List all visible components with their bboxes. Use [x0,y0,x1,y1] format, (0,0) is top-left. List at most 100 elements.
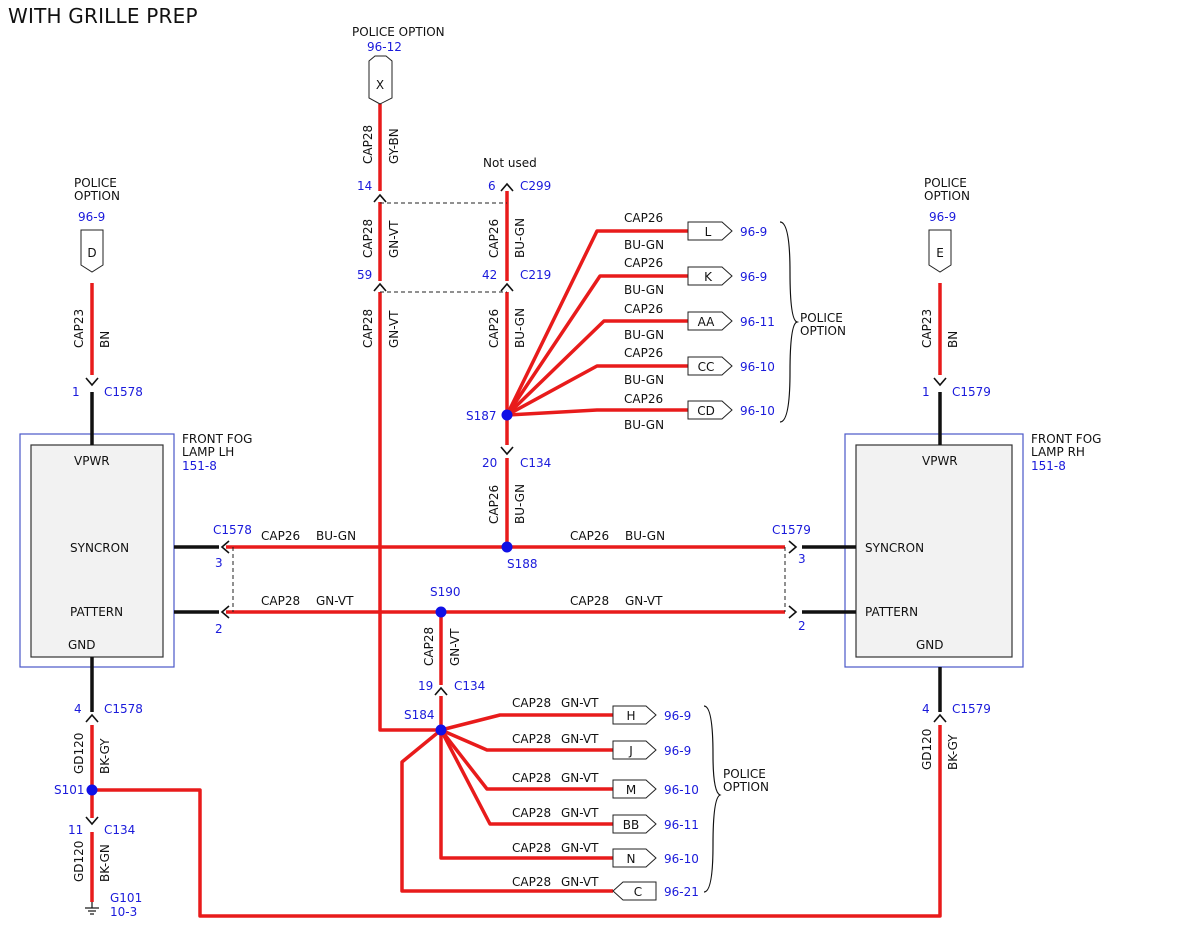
svg-text:96-9: 96-9 [740,225,767,239]
svg-text:CAP28: CAP28 [512,732,551,746]
svg-text:CC: CC [698,360,715,374]
rh-name-line1: FRONT FOG [1031,432,1101,446]
tag-d: D POLICE OPTION 96-9 [74,176,120,273]
svg-text:96-10: 96-10 [740,360,775,374]
not-used-label: Not used [483,156,537,170]
e-option: OPTION [924,189,970,203]
wires [90,104,942,918]
svg-text:GD120: GD120 [920,729,934,770]
svg-text:3: 3 [798,552,806,566]
svg-text:K: K [704,270,713,284]
rh-syncron-pin: SYNCRON [865,541,924,555]
svg-text:59: 59 [357,268,372,282]
svg-text:CAP23: CAP23 [72,309,86,348]
svg-text:GD120: GD120 [72,841,86,882]
ground-g101-ref: 10-3 [110,905,137,919]
svg-text:CAP26: CAP26 [487,309,501,348]
svg-text:C134: C134 [454,679,485,693]
svg-text:3: 3 [215,556,223,570]
splice-s184-label: S184 [404,708,435,722]
svg-text:BU-GN: BU-GN [624,373,664,387]
splices: S187 S188 S190 S184 S101 [54,409,538,797]
svg-text:AA: AA [698,315,716,329]
svg-text:CAP26: CAP26 [487,219,501,258]
svg-text:C1578: C1578 [213,523,252,537]
svg-text:1: 1 [922,385,930,399]
connector-dashes [232,202,786,612]
svg-text:CAP26: CAP26 [624,346,663,360]
svg-text:GN-VT: GN-VT [561,841,599,855]
svg-text:BU-GN: BU-GN [624,283,664,297]
svg-text:CAP28: CAP28 [512,806,551,820]
svg-text:C1579: C1579 [772,523,811,537]
svg-text:96-21: 96-21 [664,885,699,899]
lh-name-line1: FRONT FOG [182,432,252,446]
ground-g101: G101 [110,891,142,905]
svg-text:GN-VT: GN-VT [561,875,599,889]
svg-text:C1578: C1578 [104,702,143,716]
x-police-option: POLICE OPTION [352,25,445,39]
svg-text:CAP28: CAP28 [361,125,375,164]
connector-labels: Not used 6 C299 14 59 42 C219 20 C134 19… [68,156,991,837]
splice-s101 [86,784,98,796]
s187-tags: L 96-9 K 96-9 AA 96-11 CC 96-10 CD 96-10… [687,221,846,423]
svg-text:C299: C299 [520,179,551,193]
d-ref: 96-9 [78,210,105,224]
svg-text:D: D [87,246,96,260]
svg-text:CAP28: CAP28 [570,594,609,608]
svg-text:CAP26: CAP26 [624,211,663,225]
svg-text:CAP26: CAP26 [487,485,501,524]
svg-text:J: J [628,744,633,758]
splice-s187-label: S187 [466,409,497,423]
svg-text:BK-GY: BK-GY [946,734,960,770]
splice-s187 [501,409,513,421]
svg-text:2: 2 [798,619,806,633]
svg-text:BU-GN: BU-GN [624,418,664,432]
svg-text:X: X [376,78,384,92]
svg-text:BN: BN [98,331,112,348]
svg-text:CAP26: CAP26 [570,529,609,543]
svg-text:BU-GN: BU-GN [513,484,527,524]
svg-text:BU-GN: BU-GN [513,218,527,258]
svg-text:96-11: 96-11 [664,818,699,832]
svg-text:BU-GN: BU-GN [513,308,527,348]
splice-s188-label: S188 [507,557,538,571]
svg-text:BB: BB [623,818,639,832]
lh-vpwr-pin: VPWR [74,454,110,468]
wire-labels-horizontal: CAP26 BU-GN CAP26 BU-GN CAP26 BU-GN CAP2… [261,211,665,889]
svg-text:GN-VT: GN-VT [387,220,401,258]
svg-text:GN-VT: GN-VT [387,310,401,348]
svg-text:GN-VT: GN-VT [561,732,599,746]
svg-text:96-9: 96-9 [740,270,767,284]
svg-text:BK-GN: BK-GN [98,844,112,882]
front-fog-lamp-rh: VPWR SYNCRON PATTERN GND FRONT FOG LAMP … [844,432,1101,668]
tag-e: E POLICE OPTION 96-9 [924,176,970,273]
lh-pattern-pin: PATTERN [70,605,123,619]
lh-gnd-pin: GND [68,638,96,652]
svg-text:CAP28: CAP28 [361,309,375,348]
wire-labels-vertical: CAP28 GY-BN CAP28 GN-VT CAP28 GN-VT CAP2… [72,125,960,882]
s187-option: OPTION [800,324,846,338]
svg-text:CD: CD [697,404,715,418]
svg-text:CAP26: CAP26 [624,302,663,316]
svg-text:M: M [626,783,636,797]
svg-text:4: 4 [74,702,82,716]
svg-text:C1578: C1578 [104,385,143,399]
svg-text:CAP28: CAP28 [361,219,375,258]
svg-text:N: N [627,852,636,866]
front-fog-lamp-lh: VPWR SYNCRON PATTERN GND FRONT FOG LAMP … [19,432,252,668]
svg-text:CAP28: CAP28 [512,841,551,855]
svg-text:BU-GN: BU-GN [624,328,664,342]
splice-s190-label: S190 [430,585,461,599]
svg-text:GN-VT: GN-VT [561,771,599,785]
svg-text:C1579: C1579 [952,385,991,399]
svg-text:BU-GN: BU-GN [625,529,665,543]
svg-text:C: C [634,885,642,899]
e-police: POLICE [924,176,967,190]
svg-text:BU-GN: BU-GN [624,238,664,252]
svg-text:CAP26: CAP26 [624,256,663,270]
splice-s190 [435,606,447,618]
svg-text:GY-BN: GY-BN [387,128,401,164]
rh-vpwr-pin: VPWR [922,454,958,468]
